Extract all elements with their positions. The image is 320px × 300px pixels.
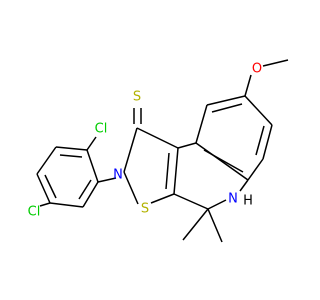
bond-c9-c8 bbox=[206, 95, 246, 106]
amine-hydrogen-label: H bbox=[243, 194, 253, 209]
bond-c9a-c5a-inner bbox=[203, 149, 244, 173]
bond-aryl-6-1 bbox=[82, 181, 99, 208]
bond-c4-nh bbox=[207, 199, 227, 210]
bond-c4-methyl-b bbox=[207, 208, 223, 243]
thione-sulfur-label: S bbox=[133, 90, 141, 105]
bond-c9b-c9a bbox=[177, 142, 197, 149]
bond-aryl-3-4 bbox=[36, 146, 57, 175]
bond-aryl-2-3-inner bbox=[59, 154, 83, 158]
bonds bbox=[36, 59, 289, 243]
bond-c1-c9b bbox=[136, 127, 179, 149]
bond-nh-c5a bbox=[239, 179, 249, 192]
bond-n2-aryl bbox=[97, 177, 117, 183]
bond-aryl-cl-lower bbox=[39, 202, 51, 207]
bond-c7-c6-inner bbox=[255, 125, 265, 156]
bond-s3-c3a bbox=[150, 193, 175, 204]
bond-o-methyl bbox=[262, 59, 289, 67]
bond-aryl-1-2 bbox=[86, 149, 99, 183]
bond-aryl-2-3 bbox=[55, 146, 88, 151]
bond-aryl-5-6 bbox=[49, 202, 84, 208]
ring-sulfur-label: S bbox=[141, 202, 149, 217]
bond-c3a-c9b-inner bbox=[165, 152, 170, 190]
molecule-canvas: S Cl Cl N S O N H bbox=[28, 59, 289, 243]
molecule-structure: S Cl Cl N S O N H bbox=[28, 59, 289, 243]
bond-c9a-c9 bbox=[195, 104, 208, 144]
bond-c8-o bbox=[244, 74, 252, 97]
bond-n2-s3 bbox=[123, 171, 139, 205]
bond-aryl-4-5-inner bbox=[44, 174, 57, 199]
bond-c9a-c5a bbox=[195, 142, 249, 181]
amine-nitrogen-label: N bbox=[228, 192, 238, 207]
bond-c6-c5a bbox=[247, 158, 264, 181]
bond-aryl-4-5 bbox=[36, 173, 51, 204]
chlorine-lower-label: Cl bbox=[28, 205, 41, 220]
ring-nitrogen-label: N bbox=[113, 168, 123, 183]
bond-c8-c7 bbox=[244, 95, 273, 126]
bond-c9-c8-inner bbox=[211, 103, 243, 113]
chlorine-upper-label: Cl bbox=[95, 122, 108, 137]
atom-labels: S Cl Cl N S O N H bbox=[28, 62, 262, 220]
bond-c1-n2 bbox=[123, 127, 138, 173]
bond-aryl-6-1-inner bbox=[78, 179, 92, 200]
methoxy-oxygen-label: O bbox=[252, 62, 262, 77]
bond-c3a-c9b bbox=[173, 147, 179, 195]
bond-aryl-cl-upper bbox=[86, 136, 97, 151]
bond-c4-methyl-a bbox=[182, 208, 209, 241]
bond-c7-c6 bbox=[262, 124, 273, 160]
bond-c3a-c4 bbox=[173, 193, 209, 210]
